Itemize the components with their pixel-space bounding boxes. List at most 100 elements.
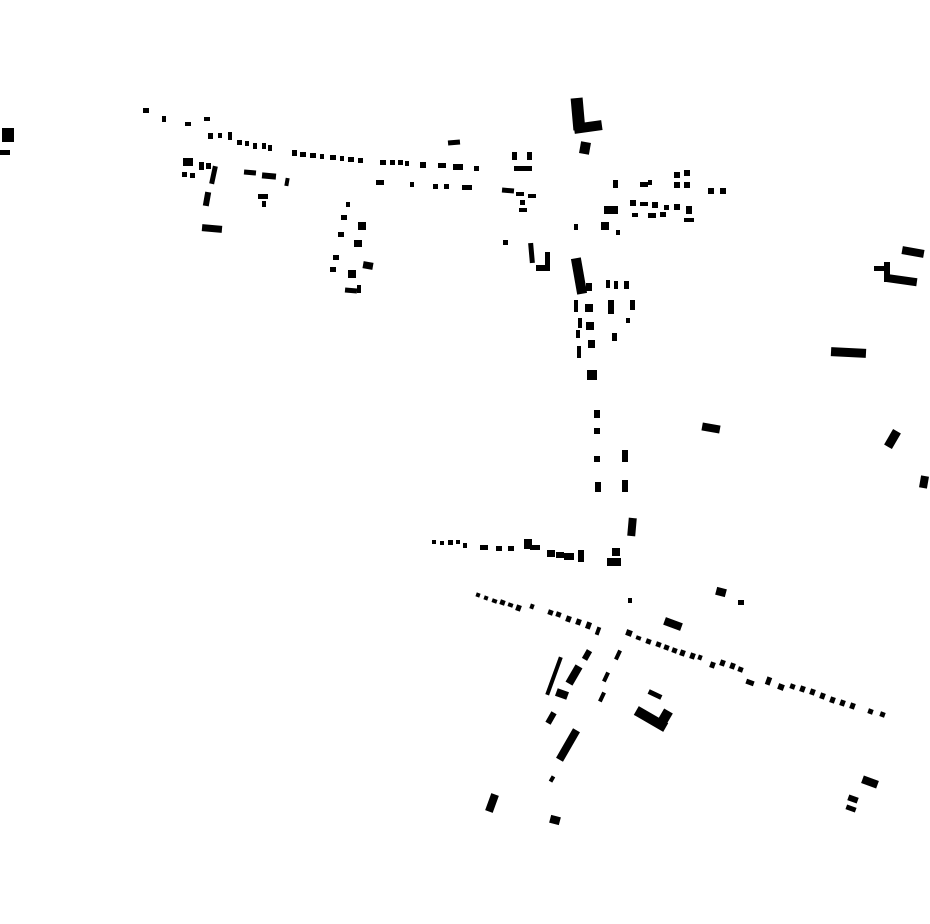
building-footprint bbox=[640, 182, 648, 187]
building-footprint bbox=[143, 108, 149, 113]
building-footprint bbox=[861, 775, 879, 789]
building-footprint bbox=[348, 270, 356, 278]
building-footprint bbox=[635, 635, 642, 641]
building-footprint bbox=[586, 322, 594, 330]
building-footprint bbox=[652, 202, 658, 208]
building-footprint bbox=[554, 688, 570, 700]
building-footprint bbox=[598, 691, 606, 703]
building-footprint bbox=[565, 664, 583, 686]
building-footprint bbox=[585, 304, 593, 312]
building-footprint bbox=[697, 654, 703, 661]
building-footprint bbox=[581, 649, 593, 661]
building-footprint bbox=[574, 224, 578, 230]
building-footprint bbox=[630, 200, 636, 206]
building-footprint bbox=[674, 172, 680, 178]
building-footprint bbox=[208, 133, 213, 139]
building-footprint bbox=[199, 162, 204, 170]
building-footprint bbox=[738, 600, 744, 605]
building-footprint bbox=[420, 162, 426, 168]
building-footprint bbox=[262, 143, 266, 149]
building-footprint bbox=[594, 626, 602, 636]
building-footprint bbox=[527, 152, 532, 160]
building-footprint bbox=[640, 202, 648, 206]
building-footprint bbox=[745, 678, 755, 687]
building-footprint bbox=[595, 482, 601, 492]
building-footprint bbox=[300, 152, 306, 157]
building-footprint bbox=[462, 185, 472, 190]
building-footprint bbox=[647, 689, 663, 700]
building-footprint bbox=[520, 200, 525, 205]
building-footprint bbox=[556, 552, 564, 558]
building-footprint bbox=[565, 615, 572, 623]
building-footprint bbox=[584, 621, 593, 630]
building-footprint bbox=[576, 330, 580, 338]
building-footprint bbox=[686, 206, 692, 214]
building-footprint bbox=[578, 550, 584, 562]
building-footprint bbox=[579, 141, 591, 155]
building-footprint bbox=[602, 671, 610, 683]
building-footprint bbox=[512, 152, 517, 160]
building-footprint bbox=[485, 793, 499, 813]
building-footprint bbox=[503, 240, 508, 245]
building-footprint bbox=[201, 224, 223, 233]
building-footprint bbox=[547, 609, 554, 616]
building-footprint bbox=[346, 202, 350, 207]
building-footprint bbox=[684, 182, 690, 188]
building-footprint bbox=[657, 708, 673, 726]
building-footprint bbox=[594, 428, 600, 434]
building-footprint bbox=[556, 728, 580, 762]
building-footprint bbox=[574, 300, 578, 312]
building-footprint bbox=[499, 599, 506, 606]
building-footprint bbox=[182, 172, 187, 177]
building-footprint bbox=[628, 598, 632, 603]
building-footprint bbox=[919, 475, 929, 489]
building-footprint bbox=[564, 553, 574, 560]
building-footprint bbox=[483, 595, 489, 601]
building-footprint bbox=[444, 184, 449, 189]
building-footprint bbox=[720, 188, 726, 194]
building-footprint bbox=[448, 540, 453, 545]
building-footprint bbox=[536, 265, 550, 271]
building-footprint bbox=[594, 456, 600, 462]
building-footprint bbox=[348, 157, 354, 162]
building-footprint bbox=[528, 194, 536, 198]
building-footprint bbox=[547, 550, 555, 557]
building-footprint bbox=[616, 230, 620, 235]
building-footprint bbox=[202, 191, 212, 207]
building-footprint bbox=[514, 166, 532, 171]
building-footprint bbox=[474, 166, 479, 171]
building-footprint bbox=[530, 545, 540, 550]
building-footprint bbox=[333, 255, 339, 260]
building-footprint bbox=[204, 117, 210, 121]
building-footprint bbox=[245, 141, 249, 146]
building-footprint bbox=[594, 410, 600, 418]
building-footprint bbox=[344, 287, 358, 294]
building-footprint bbox=[555, 611, 562, 618]
building-footprint bbox=[625, 629, 633, 637]
building-footprint bbox=[507, 602, 514, 608]
building-footprint bbox=[701, 422, 721, 434]
building-footprint bbox=[310, 153, 316, 158]
building-footprint bbox=[684, 218, 694, 222]
building-footprint bbox=[689, 652, 696, 660]
building-footprint bbox=[570, 97, 586, 131]
building-footprint bbox=[292, 150, 297, 156]
building-footprint bbox=[206, 163, 211, 169]
building-footprint bbox=[884, 428, 901, 450]
building-footprint bbox=[839, 699, 846, 707]
building-footprint bbox=[358, 158, 363, 163]
building-footprint bbox=[440, 541, 444, 545]
building-footprint bbox=[622, 450, 628, 462]
building-footprint bbox=[847, 794, 859, 804]
building-footprint bbox=[284, 177, 290, 187]
building-footprint bbox=[405, 161, 409, 166]
building-footprint bbox=[475, 592, 481, 598]
building-footprint bbox=[253, 143, 257, 149]
building-footprint bbox=[578, 318, 582, 328]
building-footprint bbox=[218, 133, 222, 138]
buildings-layer bbox=[0, 97, 929, 826]
building-footprint bbox=[663, 617, 683, 631]
building-footprint bbox=[777, 683, 785, 691]
building-footprint bbox=[737, 666, 744, 673]
